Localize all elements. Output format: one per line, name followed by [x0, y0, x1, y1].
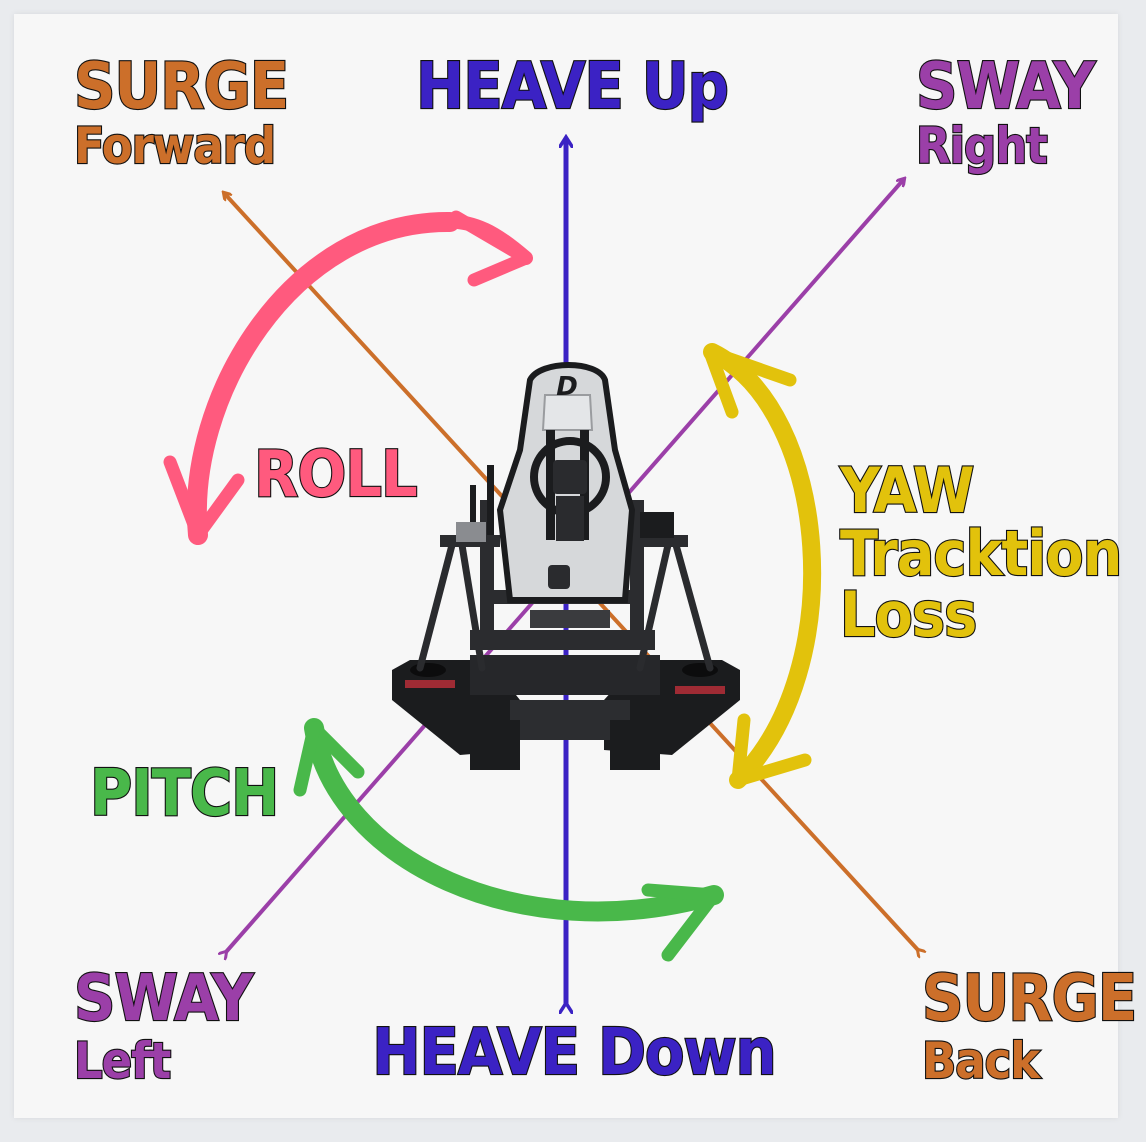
- label-sway-left: SWAY Left: [73, 961, 257, 1091]
- motion-simulator-rig: D: [392, 362, 740, 770]
- label-roll: ROLL: [254, 438, 417, 512]
- label-yaw-line2: Tracktion: [840, 517, 1121, 590]
- label-surge-forward-line1: SURGE: [74, 50, 288, 124]
- label-heave-up: HEAVE Up: [416, 50, 728, 124]
- label-pitch: PITCH: [90, 757, 278, 831]
- label-sway-left-line1: SWAY: [74, 962, 255, 1036]
- roll-arc-arrow: [163, 210, 533, 545]
- label-yaw-line1: YAW: [839, 454, 973, 527]
- label-yaw: YAW Tracktion Loss: [838, 453, 1124, 652]
- label-sway-left-line2: Left: [74, 1032, 171, 1090]
- yaw-arc-arrow: [703, 343, 822, 789]
- label-surge-back: SURGE Back: [921, 961, 1138, 1091]
- label-sway-right-line1: SWAY: [916, 50, 1097, 124]
- label-surge-back-line2: Back: [922, 1032, 1041, 1090]
- label-surge-forward-line2: Forward: [74, 117, 275, 175]
- label-surge-forward: SURGE Forward: [73, 49, 290, 176]
- label-yaw-line3: Loss: [840, 578, 976, 651]
- label-heave-down: HEAVE Down: [372, 1016, 775, 1090]
- label-sway-right-line2: Right: [916, 117, 1047, 175]
- label-sway-right: SWAY Right: [915, 49, 1099, 176]
- seat-logo: D: [556, 372, 578, 402]
- pitch-arc-arrow: [293, 718, 724, 962]
- label-surge-back-line1: SURGE: [922, 962, 1136, 1036]
